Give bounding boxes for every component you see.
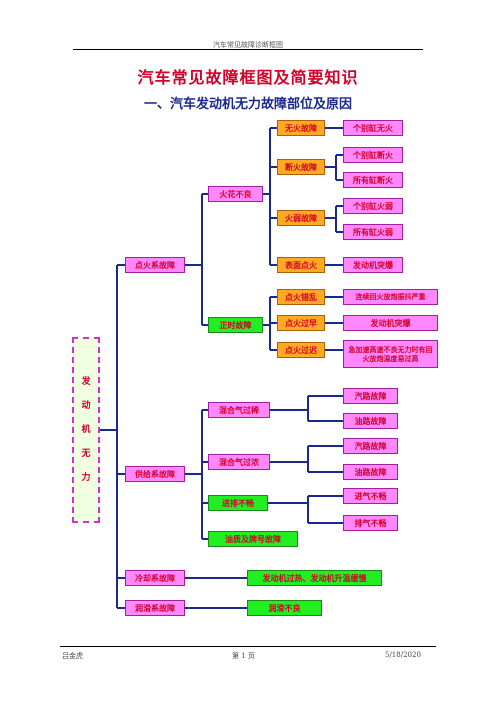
- misfire-detail-2: 所有缸断火: [343, 172, 403, 188]
- footer-date: 5/18/2020: [385, 651, 421, 659]
- fire-early-detail: 发动机突爆: [343, 315, 438, 331]
- too-lean-node: 混合气过稀: [208, 402, 270, 418]
- footer-author: 吕金虎: [62, 652, 83, 660]
- footer-page-number: 第 1 页: [232, 652, 255, 660]
- weak-fire-detail-1: 个别缸火弱: [343, 198, 403, 214]
- timing-node: 正时故障: [208, 317, 263, 333]
- spark-bad-node: 火花不良: [208, 186, 263, 202]
- root-char: 无: [81, 449, 91, 460]
- page-title: 汽车常见故障框图及简要知识: [137, 68, 359, 87]
- fire-late-node: 点火过迟: [277, 342, 325, 358]
- fuel-quality-node: 油质及牌号故障: [208, 531, 298, 547]
- ignition-system-node: 点火系故障: [125, 257, 185, 273]
- root-char: 动: [81, 400, 91, 411]
- fire-disorder-detail: 连续回火放炮振抖严重: [343, 289, 438, 305]
- root-char: 机: [81, 424, 91, 435]
- weak-fire-detail-2: 所有缸火弱: [343, 224, 403, 240]
- page-header: 汽车常见故障诊断框图: [213, 41, 283, 49]
- footer-rule: [60, 646, 436, 647]
- header-rule: [73, 49, 423, 50]
- root-engine-weak: 发 动 机 无 力: [72, 337, 100, 523]
- misfire-detail-1: 个别缸断火: [343, 147, 403, 163]
- root-char: 发: [81, 376, 91, 387]
- rich-gas-path: 汽路故障: [343, 438, 398, 454]
- lean-gas-path: 汽路故障: [343, 388, 398, 404]
- no-fire-node: 无火故障: [277, 120, 325, 136]
- fuel-system-node: 供给系故障: [125, 466, 185, 482]
- misfire-node: 断火故障: [277, 159, 325, 175]
- section-subtitle: 一、汽车发动机无力故障部位及原因: [143, 97, 352, 112]
- surface-ignition-node: 表面点火: [277, 257, 325, 273]
- too-rich-node: 混合气过浓: [208, 454, 270, 470]
- no-fire-detail: 个别缸无火: [343, 120, 403, 136]
- lubrication-system-node: 润滑系故障: [125, 600, 185, 616]
- lubrication-detail: 润滑不良: [247, 600, 322, 616]
- fire-disorder-node: 点火错乱: [277, 289, 325, 305]
- cooling-detail: 发动机过热、发动机升温缓慢: [247, 570, 382, 586]
- lean-oil-path: 油路故障: [343, 413, 398, 429]
- intake-blocked: 进气不畅: [343, 488, 398, 504]
- fire-early-node: 点火过早: [277, 315, 325, 331]
- cooling-system-node: 冷却系故障: [125, 570, 185, 586]
- surface-ignition-detail: 发动机突爆: [343, 257, 403, 273]
- exhaust-blocked: 排气不畅: [343, 515, 398, 531]
- intake-exhaust-node: 进排不畅: [208, 495, 268, 511]
- fire-late-detail: 急加速高速不良无力时有回火放炮温度易过高: [343, 340, 438, 368]
- rich-oil-path: 油路故障: [343, 464, 398, 480]
- root-char: 力: [81, 473, 91, 484]
- weak-fire-node: 火弱故障: [277, 210, 325, 226]
